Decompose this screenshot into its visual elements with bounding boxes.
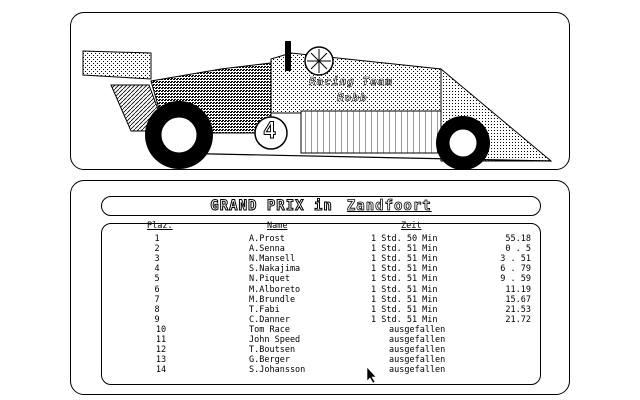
row-position: 11 [155, 335, 167, 345]
row-driver-name: T.Fabi [249, 304, 280, 315]
row-time: 1 Std. 51 Min [371, 274, 438, 285]
table-row: 3 N.Mansell 1 Std. 51 Min 3 . 51 [71, 254, 571, 264]
table-row: 9 C.Danner 1 Std. 51 Min 21.72 [71, 315, 571, 325]
header-time: Zeit [401, 221, 422, 231]
row-position: 14 [155, 365, 167, 376]
row-gap: 6 . 79 [500, 264, 531, 275]
row-driver-name: Tom Race [249, 324, 290, 335]
row-driver-name: S.Johansson [249, 365, 306, 376]
row-position: 8 [154, 304, 160, 315]
row-time: 1 Std. 51 Min [371, 264, 438, 275]
row-time: 1 Std. 50 Min [371, 234, 438, 244]
row-gap: 3 . 51 [500, 254, 531, 265]
row-status: ausgefallen [389, 335, 446, 345]
row-position: 1 [154, 234, 160, 244]
table-row: 1 A.Prost 1 Std. 50 Min 55.18 [71, 234, 571, 244]
row-status: ausgefallen [389, 355, 446, 366]
row-gap: 9 . 59 [500, 274, 531, 285]
row-time: 1 Std. 51 Min [371, 294, 438, 305]
row-driver-name: N.Mansell [249, 254, 296, 265]
row-position: 10 [155, 324, 167, 335]
mouse-cursor-icon [366, 366, 377, 384]
sponsor-text-line1: Racing Team [309, 75, 393, 89]
row-driver-name: G.Berger [249, 355, 290, 366]
row-gap: 0 . 5 [505, 244, 531, 255]
row-driver-name: M.Alboreto [249, 284, 301, 295]
row-time: 1 Std. 51 Min [371, 304, 438, 315]
race-car-image [82, 41, 553, 170]
header-name: Name [267, 221, 288, 231]
race-results-panel: GRAND PRIX in Zandfoort Plaz. Name Zeit … [70, 180, 570, 395]
results-title-bar: GRAND PRIX in Zandfoort [101, 196, 541, 216]
table-row: 5 N.Piquet 1 Std. 51 Min 9 . 59 [71, 274, 571, 284]
table-row: 7 M.Brundle 1 Std. 51 Min 15.67 [71, 295, 571, 305]
table-row: 10 Tom Race ausgefallen [71, 325, 571, 335]
row-position: 12 [155, 345, 167, 356]
row-position: 5 [154, 274, 160, 285]
table-row: 2 A.Senna 1 Std. 51 Min 0 . 5 [71, 244, 571, 254]
row-time: 1 Std. 51 Min [371, 314, 438, 325]
results-title: GRAND PRIX in [210, 198, 333, 215]
row-position: 9 [154, 314, 160, 325]
row-position: 6 [154, 284, 160, 295]
front-wheel [436, 116, 490, 170]
car-number: 4 [262, 119, 277, 145]
table-row: 8 T.Fabi 1 Std. 51 Min 21.53 [71, 305, 571, 315]
row-gap: 55.18 [505, 234, 531, 244]
table-row: 6 M.Alboreto 1 Std. 51 Min 11.19 [71, 285, 571, 295]
row-status: ausgefallen [389, 345, 446, 356]
header-place: Plaz. [147, 221, 173, 231]
sponsor-text-line2: Robb [337, 91, 368, 105]
rear-wheel [145, 101, 213, 169]
table-row: 4 S.Nakajima 1 Std. 51 Min 6 . 79 [71, 264, 571, 274]
row-gap: 15.67 [505, 294, 531, 305]
table-row: 13 G.Berger ausgefallen [71, 355, 571, 365]
row-driver-name: N.Piquet [249, 274, 290, 285]
results-table-frame [101, 223, 541, 385]
row-time: 1 Std. 51 Min [371, 254, 438, 265]
row-gap: 21.72 [505, 314, 531, 325]
row-position: 4 [154, 264, 160, 275]
car-number-roundel [254, 116, 288, 150]
row-driver-name: A.Senna [249, 244, 285, 255]
row-gap: 11.19 [505, 284, 531, 295]
row-driver-name: S.Nakajima [249, 264, 301, 275]
row-position: 13 [155, 355, 167, 366]
row-driver-name: John Speed [249, 335, 301, 345]
row-driver-name: C.Danner [249, 314, 290, 325]
row-position: 2 [154, 244, 160, 255]
row-gap: 21.53 [505, 304, 531, 315]
row-status: ausgefallen [389, 324, 446, 335]
row-driver-name: M.Brundle [249, 294, 296, 305]
row-time: 1 Std. 51 Min [371, 284, 438, 295]
row-time: 1 Std. 51 Min [371, 244, 438, 255]
row-position: 7 [154, 294, 160, 305]
table-row: 14 S.Johansson ausgefallen [71, 365, 571, 375]
track-name: Zandfoort [346, 198, 432, 215]
row-status: ausgefallen [389, 365, 446, 376]
car-illustration-panel: Racing Team Robb 4 [70, 12, 570, 170]
table-row: 11 John Speed ausgefallen [71, 335, 571, 345]
row-driver-name: A.Prost [249, 234, 285, 244]
row-position: 3 [154, 254, 160, 265]
table-row: 12 T.Boutsen ausgefallen [71, 345, 571, 355]
row-driver-name: T.Boutsen [249, 345, 296, 356]
